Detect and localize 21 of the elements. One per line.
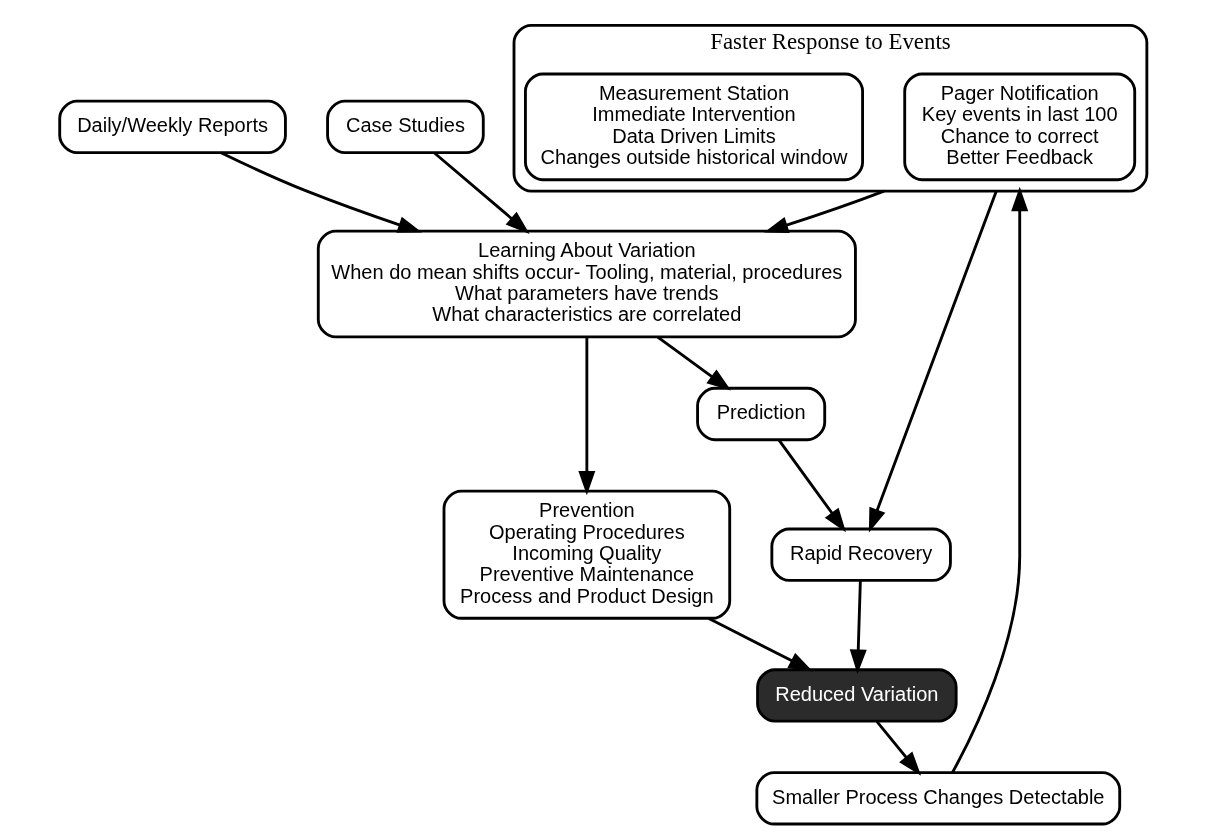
node-box: Prediction	[696, 386, 827, 442]
node-box: Daily/Weekly Reports	[58, 99, 287, 154]
arrow	[764, 189, 885, 234]
node-box: Rapid Recovery	[770, 527, 952, 582]
node-box: Reduced Variation	[756, 668, 958, 723]
node-box: Learning About Variation When do mean shifts occur- Tooling, material, procedures What parameters have trends What characteristics are correlated	[316, 229, 857, 339]
node-box: Smaller Process Changes Detectable	[755, 771, 1122, 826]
node-box: Pager Notification Key events in last 100 Chance to correct Better Feedback	[903, 72, 1137, 182]
arrow	[578, 337, 596, 496]
node-box: Case Studies	[326, 99, 485, 154]
node-box: Prevention Operating Procedures Incoming Quality Preventive Maintenance Process and Product Design	[442, 489, 732, 620]
arrow	[656, 336, 732, 391]
arrow	[777, 439, 846, 533]
arrow	[875, 720, 922, 776]
arrow	[868, 190, 998, 533]
arrow	[849, 580, 867, 674]
arrow	[433, 151, 530, 234]
arrow	[220, 151, 423, 233]
arrow	[951, 186, 1029, 774]
node-box: Measurement Station Immediate Intervention Data Driven Limits Changes outside historical window	[524, 72, 864, 182]
arrow	[708, 617, 813, 672]
